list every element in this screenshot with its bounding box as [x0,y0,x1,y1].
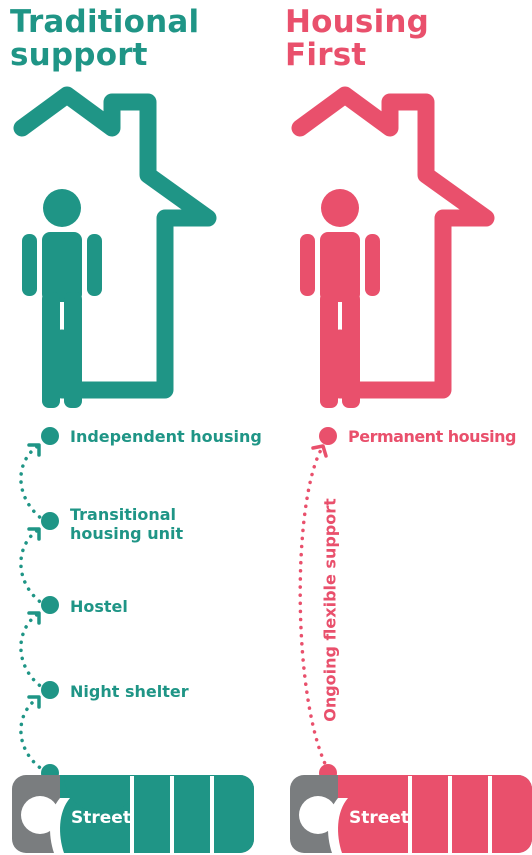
title-line: Traditional [10,4,200,40]
step-label-line: Transitional [70,505,177,524]
dotted-arrow-left [19,528,48,608]
title-line: support [10,37,148,73]
arrowhead-icon [27,611,41,625]
step-label-line: Hostel [70,597,128,616]
arrowhead-icon [311,444,328,458]
housing-first-title: Housing First [285,6,429,72]
person-head-left [43,189,81,227]
person-leg-right [320,292,338,408]
step-label-line: housing unit [70,524,184,543]
street-bar-left [12,775,254,853]
step-label-independent-housing: Independent housing [70,427,262,446]
person-leg-left [64,292,82,408]
step-label-line: Night shelter [70,682,189,701]
step-label-transitional-housing: Transitional housing unit [70,505,183,543]
house-outline-right [291,86,495,399]
step-dot-left [41,596,59,614]
arrowhead-icon [27,443,41,457]
step-dot-left [41,512,59,530]
street-label-right: Street [349,808,409,828]
person-leg-left [42,292,60,408]
step-label-line: Independent housing [70,427,262,446]
arrowhead-icon [27,527,41,541]
house-person-icon-left [13,86,217,408]
dotted-arrow-right [298,446,330,772]
traditional-support-title: Traditional support [10,6,199,72]
title-line: Housing [285,4,430,40]
ongoing-support-label: Ongoing flexible support [320,498,340,722]
step-dot-left [41,427,59,445]
dotted-arrow-left [19,444,48,524]
step-dot-right [319,427,337,445]
person-arm-right [300,234,315,296]
house-outline-left [13,86,217,399]
person-body-right [320,232,360,302]
step-label-hostel: Hostel [70,597,128,616]
dotted-arrow-left [19,696,48,774]
person-arm-left [87,234,102,296]
person-arm-right [365,234,380,296]
title-line: First [285,37,367,73]
person-body-left [42,232,82,302]
step-label-night-shelter: Night shelter [70,682,189,701]
step-label-permanent-housing: Permanent housing [348,427,516,446]
person-leg-right [342,292,360,408]
step-dot-left [41,681,59,699]
street-label-left: Street [71,808,131,828]
arrowhead-icon [27,695,41,709]
person-arm-left [22,234,37,296]
dotted-arrow-left [19,612,48,692]
person-head-right [321,189,359,227]
street-bar-right [290,775,532,853]
house-person-icon-right [291,86,495,408]
